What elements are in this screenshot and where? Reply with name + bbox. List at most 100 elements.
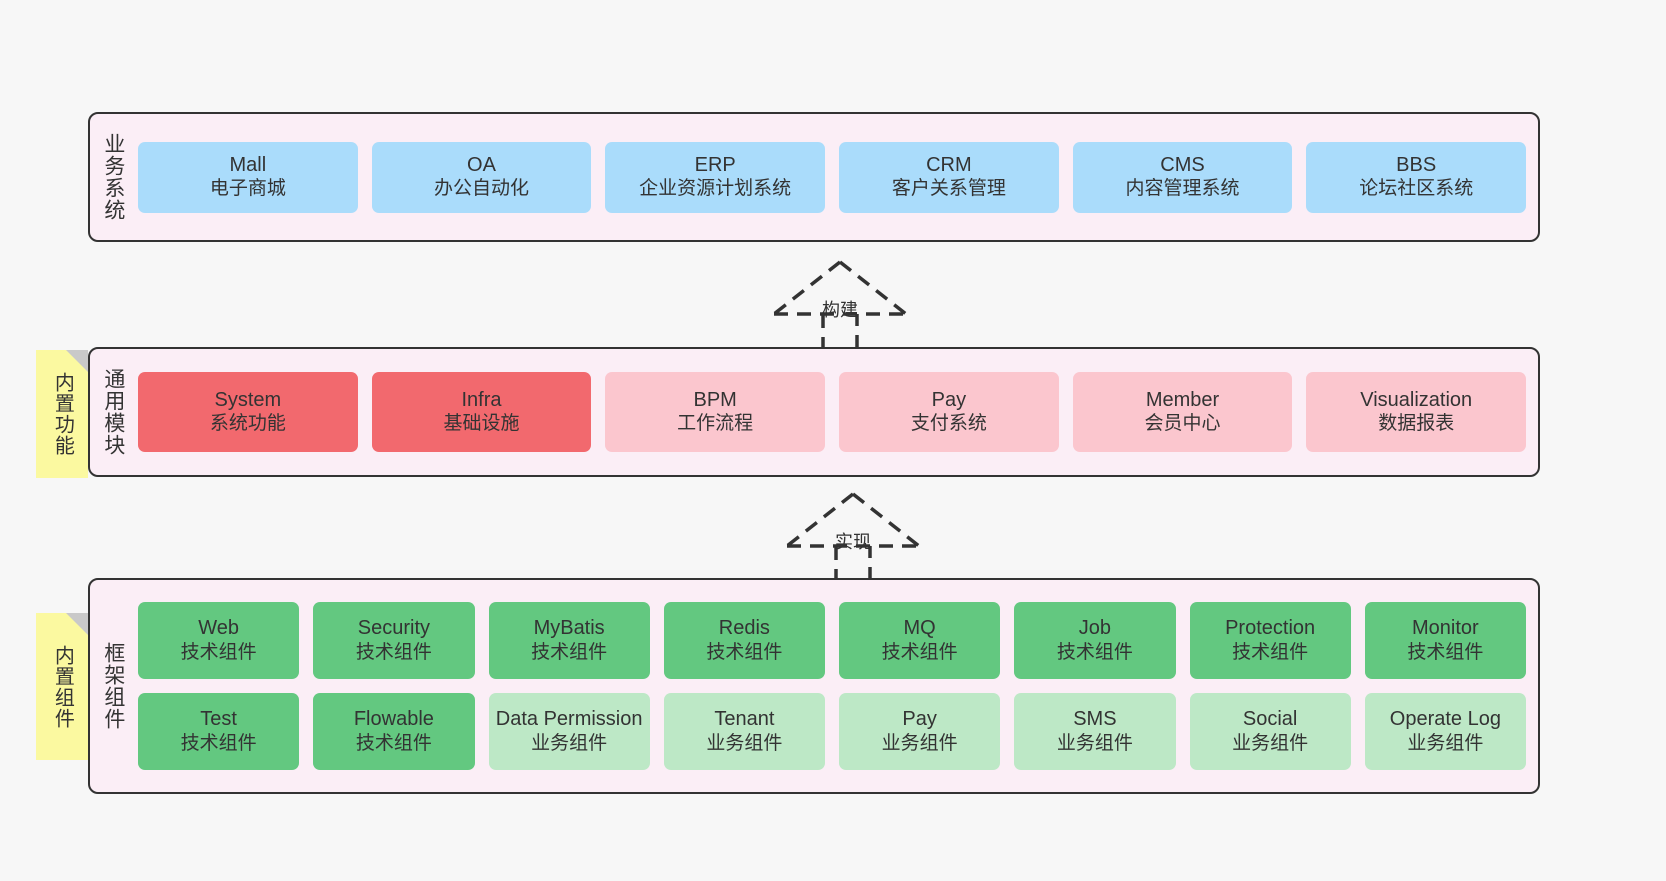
module-card-title: Visualization (1360, 388, 1473, 411)
sticky-note-builtin-components-label: 内置组件 (51, 644, 74, 729)
connector-build-label: 构建 (822, 300, 858, 320)
module-card-title: Monitor (1412, 617, 1479, 640)
module-card-subtitle: 论坛社区系统 (1359, 178, 1474, 200)
module-card-subtitle: 基础设施 (443, 413, 520, 435)
connector-implement-label: 实现 (835, 532, 871, 552)
module-card-subtitle: 客户关系管理 (891, 178, 1006, 200)
module-card-subtitle: 企业资源计划系统 (639, 178, 792, 200)
module-card-subtitle: 业务组件 (1232, 732, 1309, 754)
module-card-title: Flowable (353, 708, 434, 731)
module-card-title: MQ (903, 617, 936, 640)
module-card-title: SMS (1073, 708, 1117, 731)
connector-build: 构建 (760, 258, 920, 351)
module-card-subtitle: 支付系统 (910, 413, 987, 435)
layer-title-common: 通用模块 (101, 368, 125, 456)
module-card-subtitle: 技术组件 (180, 641, 257, 663)
layer-title-business: 业务系统 (101, 133, 125, 221)
sticky-note-builtin-functions-label: 内置功能 (51, 372, 74, 456)
module-card-title: Job (1078, 617, 1111, 640)
module-card-subtitle: 电子商城 (209, 178, 286, 200)
module-card-subtitle: 内容管理系统 (1125, 178, 1240, 200)
module-card-title: System (214, 388, 282, 411)
module-card-subtitle: 技术组件 (1232, 641, 1309, 663)
module-card-subtitle: 技术组件 (531, 641, 608, 663)
module-card-subtitle: 数据报表 (1378, 413, 1455, 435)
module-card-title: Data Permission (495, 708, 643, 731)
module-card-title: Web (198, 617, 239, 640)
module-card-subtitle: 业务组件 (1056, 732, 1133, 754)
module-card-title: Member (1145, 388, 1220, 411)
module-card-subtitle: 技术组件 (355, 641, 432, 663)
module-card-title: Infra (461, 388, 502, 411)
module-card-title: Protection (1225, 617, 1316, 640)
module-card-subtitle: 技术组件 (1407, 641, 1484, 663)
module-card-title: Pay (931, 388, 967, 411)
module-card-subtitle: 会员中心 (1144, 413, 1221, 435)
module-card-title: Operate Log (1389, 708, 1501, 731)
module-card-title: Tenant (714, 708, 775, 731)
module-card-subtitle: 工作流程 (677, 413, 754, 435)
module-card-title: OA (467, 153, 496, 176)
module-card-title: BPM (693, 388, 737, 411)
module-card-title: CRM (926, 153, 972, 176)
module-card-title: ERP (694, 153, 736, 176)
module-card-subtitle: 系统功能 (209, 413, 286, 435)
module-card-title: Security (357, 617, 430, 640)
module-card-subtitle: 办公自动化 (434, 178, 530, 200)
module-card-subtitle: 业务组件 (1407, 732, 1484, 754)
module-card-title: Mall (229, 153, 267, 176)
module-card-subtitle: 技术组件 (1056, 641, 1133, 663)
module-card-title: BBS (1396, 153, 1437, 176)
module-card-title: Pay (902, 708, 937, 731)
module-card-subtitle: 技术组件 (706, 641, 783, 663)
module-card-title: CMS (1160, 153, 1205, 176)
sticky-note-builtin-components: 内置组件 (36, 613, 88, 760)
module-card-subtitle: 技术组件 (355, 732, 432, 754)
module-card-subtitle: 业务组件 (531, 732, 608, 754)
module-card-title: Test (200, 708, 237, 731)
sticky-note-builtin-functions: 内置功能 (36, 350, 88, 478)
module-card-subtitle: 业务组件 (881, 732, 958, 754)
connector-implement: 实现 (773, 490, 933, 583)
module-card-subtitle: 技术组件 (180, 732, 257, 754)
module-card-subtitle: 业务组件 (706, 732, 783, 754)
